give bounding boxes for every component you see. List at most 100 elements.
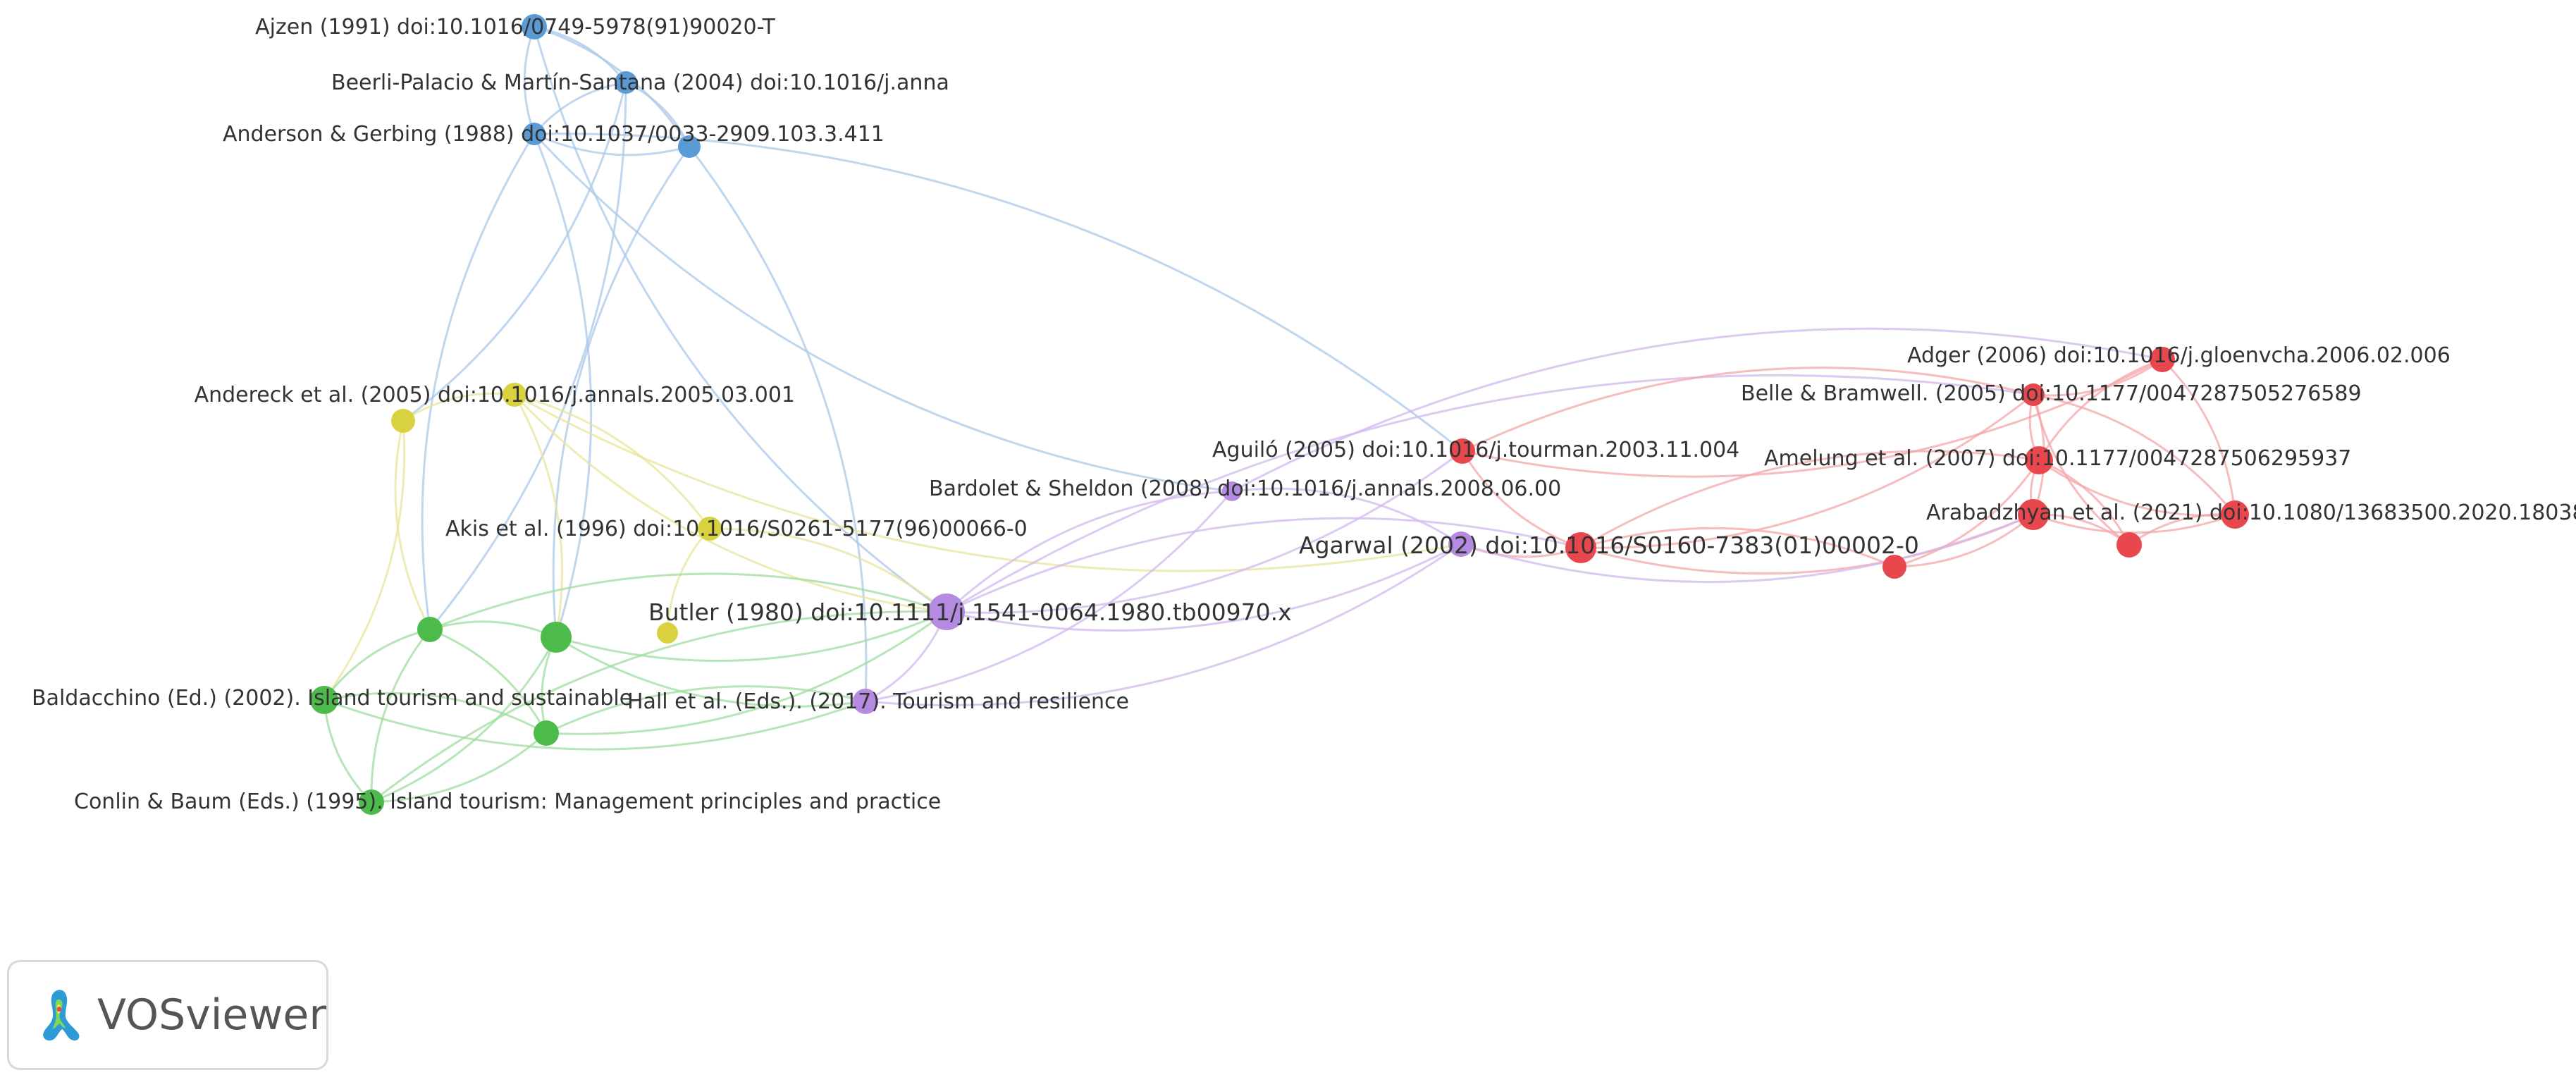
label-belle: Belle & Bramwell. (2005) doi:10.1177/004… xyxy=(1741,381,2362,406)
node-andereck[interactable] xyxy=(503,383,526,407)
link-andereck-butler xyxy=(513,393,947,613)
link-red_small-arabadzhyan xyxy=(1894,513,2034,568)
link-yellow_left-baldacchino xyxy=(323,420,406,701)
node-conlin[interactable] xyxy=(359,789,384,815)
node-akis[interactable] xyxy=(698,517,722,541)
link-belle-red_right2 xyxy=(2033,393,2236,515)
link-andereck-agarwal xyxy=(514,393,1462,572)
link-green2-butler xyxy=(555,610,947,662)
node-butler[interactable] xyxy=(928,594,965,630)
node-anderson[interactable] xyxy=(523,123,546,145)
link-hall-bardolet xyxy=(865,491,1233,703)
node-arabadzhyan[interactable] xyxy=(2018,499,2049,530)
link-aguilo-red_mid xyxy=(1461,450,1582,549)
node-red_small[interactable] xyxy=(1882,555,1906,579)
link-anderson-green2 xyxy=(533,133,593,638)
node-green1[interactable] xyxy=(417,617,443,642)
link-andereck-akis xyxy=(514,393,711,529)
link-ajzen-anderson xyxy=(523,26,536,135)
label-conlin: Conlin & Baum (Eds.) (1995). Island tour… xyxy=(74,789,941,814)
link-hall-agarwal xyxy=(865,543,1462,706)
label-bardolet: Bardolet & Sheldon (2008) doi:10.1016/j.… xyxy=(929,477,1561,501)
label-butler: Butler (1980) doi:10.1111/j.1541-0064.19… xyxy=(648,598,1292,626)
link-bardolet-adger xyxy=(1231,327,2163,493)
link-green1-green4 xyxy=(429,628,548,734)
link-andereck-green2 xyxy=(513,394,563,638)
label-baldacchino: Baldacchino (Ed.) (2002). Island tourism… xyxy=(32,686,632,711)
link-akis-yellow_low xyxy=(666,527,711,634)
node-red_mid[interactable] xyxy=(1565,532,1596,563)
node-beerli[interactable] xyxy=(615,71,637,94)
link-green1-butler xyxy=(429,572,947,631)
node-hall[interactable] xyxy=(853,689,878,714)
node-belle[interactable] xyxy=(2022,383,2045,406)
link-green1-baldacchino xyxy=(323,628,431,701)
link-arabadzhyan-red_right2 xyxy=(2033,513,2236,534)
link-baldacchino-hall xyxy=(323,699,866,751)
link-butler-red_mid xyxy=(946,517,1582,613)
link-blue4-green2 xyxy=(552,146,691,638)
label-beerli: Beerli-Palacio & Martín-Santana (2004) d… xyxy=(331,70,949,95)
label-amelung: Amelung et al. (2007) doi:10.1177/004728… xyxy=(1764,446,2351,471)
link-adger-red_right2 xyxy=(2161,358,2236,515)
link-aguilo-adger xyxy=(1462,358,2163,478)
node-green2[interactable] xyxy=(541,622,572,653)
link-anderson-bardolet xyxy=(533,133,1233,493)
link-butler-belle xyxy=(946,374,2034,613)
link-anderson-green1 xyxy=(421,133,536,630)
link-akis-butler xyxy=(709,527,947,613)
link-baldacchino-conlin xyxy=(323,699,373,804)
nodes-layer xyxy=(310,14,2249,815)
link-green4-hall xyxy=(546,685,866,734)
link-red_mid-red_small xyxy=(1580,527,1895,568)
link-butler-bardolet xyxy=(945,490,1233,613)
vosviewer-logo: VOSviewer xyxy=(7,960,328,1070)
link-green4-butler xyxy=(546,610,947,735)
link-adger-belle xyxy=(2033,358,2163,397)
labels-layer: Ajzen (1991) doi:10.1016/0749-5978(91)90… xyxy=(32,15,2576,814)
link-aguilo-belle xyxy=(1462,367,2034,453)
node-agarwal[interactable] xyxy=(1448,531,1474,557)
link-red_mid-belle xyxy=(1580,393,2034,549)
link-ajzen-butler xyxy=(533,26,947,613)
link-bardolet-agarwal xyxy=(1231,487,1462,546)
link-butler-agarwal xyxy=(946,543,1462,632)
link-adger-amelung xyxy=(2038,358,2163,461)
label-arabadzhyan: Arabadzhyan et al. (2021) doi:10.1080/13… xyxy=(1926,500,2576,525)
node-baldacchino[interactable] xyxy=(310,686,338,714)
node-aguilo[interactable] xyxy=(1450,438,1475,464)
link-andereck-yellow_left xyxy=(402,392,515,422)
node-yellow_left[interactable] xyxy=(391,409,415,433)
node-adger[interactable] xyxy=(2150,347,2175,372)
label-aguilo: Aguiló (2005) doi:10.1016/j.tourman.2003… xyxy=(1212,438,1739,462)
link-beerli-green1 xyxy=(429,82,627,630)
label-andereck: Andereck et al. (2005) doi:10.1016/j.ann… xyxy=(195,383,795,407)
link-beerli-anderson xyxy=(533,81,627,135)
node-yellow_low[interactable] xyxy=(657,622,678,644)
link-red_small-amelung xyxy=(1894,460,2040,568)
link-green1-green2 xyxy=(429,620,557,639)
node-bardolet[interactable] xyxy=(1222,481,1242,501)
link-baldacchino-green4 xyxy=(323,691,547,734)
label-anderson: Anderson & Gerbing (1988) doi:10.1037/00… xyxy=(223,122,885,147)
link-green2-hall xyxy=(555,636,866,708)
node-blue4[interactable] xyxy=(678,135,701,158)
label-agarwal: Agarwal (2002) doi:10.1016/S0160-7383(01… xyxy=(1299,531,1919,559)
node-red_right1[interactable] xyxy=(2116,532,2142,558)
label-ajzen: Ajzen (1991) doi:10.1016/0749-5978(91)90… xyxy=(255,15,776,39)
node-amelung[interactable] xyxy=(2025,446,2053,474)
node-green4[interactable] xyxy=(534,720,559,746)
label-akis: Akis et al. (1996) doi:10.1016/S0261-517… xyxy=(445,517,1028,541)
link-anderson-blue4 xyxy=(534,133,690,156)
link-green1-conlin xyxy=(370,629,431,803)
node-red_right2[interactable] xyxy=(2221,500,2249,529)
node-ajzen[interactable] xyxy=(522,14,547,39)
link-ajzen-beerli xyxy=(534,25,627,83)
link-butler-aguilo xyxy=(946,450,1463,614)
label-hall: Hall et al. (Eds.). (2017). Tourism and … xyxy=(627,689,1129,714)
link-beerli-yellow_left xyxy=(402,82,627,422)
link-agarwal-arabadzhyan xyxy=(1460,513,2034,584)
link-green4-conlin xyxy=(371,732,547,804)
vosviewer-logo-icon xyxy=(43,990,80,1041)
